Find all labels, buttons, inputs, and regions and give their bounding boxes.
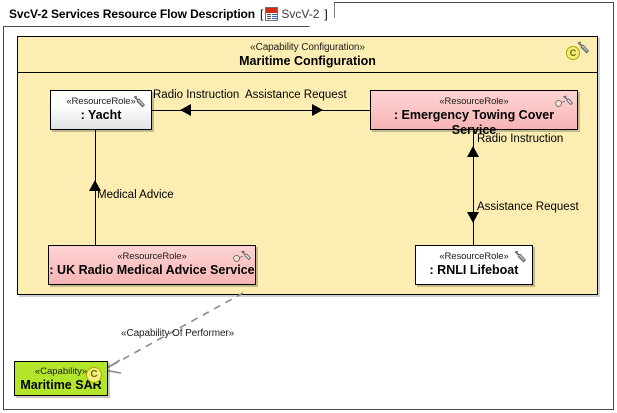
node-rnli-stereotype: «ResourceRole»: [439, 251, 509, 262]
connector-yacht-etcs-line: [152, 110, 370, 111]
edge-label-assistance-request-right: Assistance Request: [477, 201, 579, 213]
node-yacht-stereotype: «ResourceRole»: [66, 96, 136, 107]
capability-icon: C: [566, 46, 580, 60]
edge-label-radio-instruction-top: Radio Instruction: [153, 89, 240, 101]
container-icon-group: C: [566, 41, 592, 63]
node-rnli-lifeboat[interactable]: «ResourceRole» : RNLI Lifeboat: [415, 245, 533, 285]
node-emergency-towing-cover-service[interactable]: «ResourceRole» : Emergency Towing Cover …: [370, 90, 578, 137]
container-name: Maritime Configuration: [239, 54, 376, 68]
edge-label-medical-advice: Medical Advice: [97, 189, 174, 201]
node-ukrmas-name: : UK Radio Medical Advice Service: [49, 263, 255, 277]
capability-icon: C: [86, 367, 102, 383]
container-header: «Capability Configuration» Maritime Conf…: [18, 37, 597, 73]
page-title: SvcV-2 Services Resource Flow Descriptio…: [9, 7, 256, 21]
node-etcs-name: : Emergency Towing Cover Service: [393, 108, 555, 137]
arrowhead-assistance-request-right: [467, 212, 479, 223]
wrench-icon: [575, 41, 591, 57]
node-ukrmas-stereotype: «ResourceRole»: [117, 251, 187, 262]
dependency-label: «Capability Of Performer»: [121, 328, 235, 339]
node-yacht-name: : Yacht: [80, 108, 122, 122]
edge-label-assistance-request-top: Assistance Request: [245, 89, 347, 101]
capability-stereotype: «Capability»: [34, 366, 88, 377]
arrowhead-radio-instruction-right: [467, 146, 479, 157]
arrowhead-radio-instruction-top: [180, 104, 191, 116]
service-wrench-icon: [554, 94, 574, 112]
service-wrench-icon: [232, 249, 252, 267]
diagram-icon: [265, 7, 279, 21]
node-yacht[interactable]: «ResourceRole» : Yacht: [50, 90, 152, 130]
node-etcs-stereotype: «ResourceRole»: [439, 96, 509, 107]
capability-name: Maritime SAR: [20, 378, 102, 392]
node-uk-radio-medical-advice-service[interactable]: «ResourceRole» : UK Radio Medical Advice…: [48, 245, 256, 285]
title-bracket-open: [: [260, 7, 264, 21]
wrench-icon: [512, 250, 528, 266]
connector-etcs-rnli-line: [473, 130, 474, 245]
node-rnli-name: : RNLI Lifeboat: [429, 263, 519, 277]
diagram-title-tab[interactable]: SvcV-2 Services Resource Flow Descriptio…: [3, 2, 335, 27]
wrench-icon: [131, 95, 147, 111]
arrowhead-medical-advice: [89, 180, 101, 191]
container-stereotype: «Capability Configuration»: [250, 42, 365, 53]
diagram-name-label: SvcV-2: [281, 7, 320, 21]
edge-label-radio-instruction-right: Radio Instruction: [477, 133, 564, 145]
arrowhead-assistance-request-top: [312, 104, 323, 116]
node-maritime-sar-capability[interactable]: «Capability» Maritime SAR C: [14, 361, 108, 396]
title-bracket-close: ]: [324, 7, 328, 21]
